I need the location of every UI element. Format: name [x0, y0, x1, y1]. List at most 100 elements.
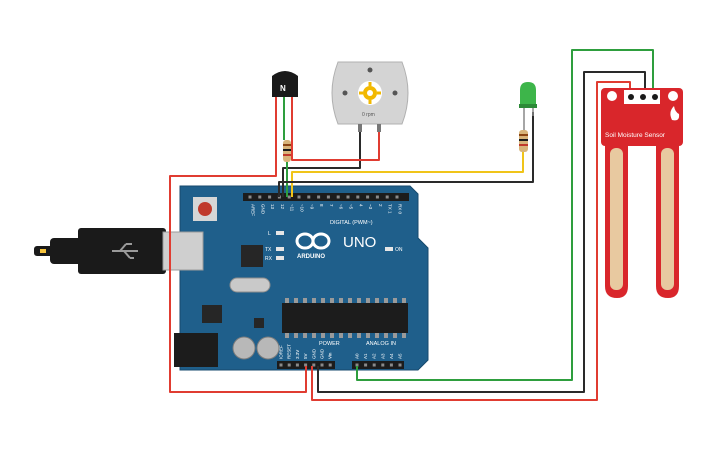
usb-icon: [112, 243, 138, 259]
digital-pin-hole[interactable]: [297, 195, 301, 199]
analog-pin-hole[interactable]: [381, 363, 385, 367]
digital-pin-hole[interactable]: [395, 195, 399, 199]
digital-pin-label: ~11: [290, 204, 295, 212]
chip: [254, 318, 264, 328]
digital-pin-label: ~3: [368, 204, 373, 210]
digital-pin-hole[interactable]: [317, 195, 321, 199]
digital-pin-label: TX 1: [388, 204, 393, 214]
sensor-label: Soil Moisture Sensor: [605, 132, 666, 139]
wire-black[interactable]: [317, 71, 646, 393]
power-pin-hole[interactable]: [279, 363, 283, 367]
gear-icon: [359, 82, 381, 104]
analog-pin-label: A3: [380, 353, 385, 359]
analog-pin-label: A2: [372, 353, 377, 359]
digital-pin-hole[interactable]: [336, 195, 340, 199]
analog-header: [352, 361, 404, 369]
crystal: [229, 277, 271, 293]
digital-pin-label: ~5: [349, 204, 354, 210]
analog-pin-hole[interactable]: [372, 363, 376, 367]
power-pin-label: RESET: [287, 344, 292, 359]
power-pin-hole[interactable]: [312, 363, 316, 367]
wires: [169, 49, 654, 401]
power-pin-label: IOREF: [279, 345, 284, 359]
power-pin-label: GND: [320, 348, 325, 359]
analog-pin-hole[interactable]: [364, 363, 368, 367]
digital-pin-label: 4: [358, 204, 363, 207]
transistor-label: N: [280, 84, 286, 93]
digital-pin-label: 2: [378, 204, 383, 207]
digital-pin-hole[interactable]: [258, 195, 262, 199]
wire-red[interactable]: [291, 97, 380, 161]
digital-pin-label: ~10: [300, 204, 305, 212]
digital-pin-label: ~9: [309, 204, 314, 210]
digital-pin-label: ~6: [339, 204, 344, 210]
digital-pin-label: AREF: [251, 204, 256, 216]
wire-yellow[interactable]: [291, 150, 524, 197]
reset-button[interactable]: [193, 197, 217, 221]
wire-black[interactable]: [278, 112, 534, 197]
led-on: [385, 247, 393, 251]
motor-speed: 0 rpm: [362, 112, 375, 118]
led-tx: [276, 247, 284, 251]
power-pin-hole[interactable]: [304, 363, 308, 367]
chip: [241, 245, 263, 267]
analog-pin-label: A5: [398, 353, 403, 359]
analog-pin-label: A0: [355, 353, 360, 359]
analog-header-label: ANALOG IN: [366, 341, 396, 347]
digital-pin-label: RX 0: [398, 204, 403, 215]
power-pin-label: GND: [311, 348, 316, 359]
digital-pin-hole[interactable]: [366, 195, 370, 199]
power-pin-hole[interactable]: [320, 363, 324, 367]
digital-pin-label: 13: [270, 204, 275, 210]
led-rx-label: RX: [265, 256, 273, 262]
wire-red[interactable]: [169, 97, 307, 393]
analog-pin-hole[interactable]: [398, 363, 402, 367]
analog-pin-label: A1: [363, 353, 368, 359]
regulator: [202, 305, 222, 323]
digital-pin-hole[interactable]: [248, 195, 252, 199]
resistor[interactable]: [519, 130, 528, 152]
wire-green[interactable]: [356, 49, 654, 381]
analog-pin-hole[interactable]: [389, 363, 393, 367]
arduino-logo-icon: [295, 232, 331, 250]
power-pin-hole[interactable]: [295, 363, 299, 367]
digital-pin-label: 8: [319, 204, 324, 207]
digital-pin-label: GND: [260, 204, 265, 215]
power-pin-hole[interactable]: [287, 363, 291, 367]
transistor[interactable]: N: [272, 71, 298, 97]
resistor[interactable]: [283, 140, 291, 162]
power-pin-label: 5V: [303, 353, 308, 359]
digital-pin-hole[interactable]: [375, 195, 379, 199]
digital-pin-label: 7: [329, 204, 334, 207]
digital-pin-hole[interactable]: [326, 195, 330, 199]
power-pin-hole[interactable]: [328, 363, 332, 367]
soil-moisture-sensor[interactable]: Soil Moisture Sensor: [601, 88, 683, 298]
led-rx: [276, 256, 284, 260]
dc-motor[interactable]: 0 rpm: [331, 61, 409, 132]
capacitor: [256, 336, 280, 360]
power-jack: [174, 333, 218, 367]
board-name: UNO: [343, 234, 376, 251]
capacitor: [232, 336, 256, 360]
led[interactable]: [519, 82, 537, 130]
analog-pin-label: A4: [389, 353, 394, 359]
digital-pin-hole[interactable]: [287, 195, 291, 199]
led-l: [276, 231, 284, 235]
digital-pin-hole[interactable]: [268, 195, 272, 199]
power-pin-label: 3.3V: [295, 350, 300, 359]
brand-label: ARDUINO: [297, 254, 325, 260]
digital-pin-hole[interactable]: [385, 195, 389, 199]
analog-pin-hole[interactable]: [355, 363, 359, 367]
microcontroller-chip: [282, 303, 408, 333]
power-header-label: POWER: [319, 341, 340, 347]
digital-pin-hole[interactable]: [356, 195, 360, 199]
digital-header-label: DIGITAL (PWM~): [330, 220, 373, 226]
flame-icon: [670, 106, 680, 121]
digital-pin-hole[interactable]: [307, 195, 311, 199]
led-l-label: L: [268, 231, 271, 237]
wire-red[interactable]: [311, 81, 631, 401]
digital-pin-hole[interactable]: [346, 195, 350, 199]
digital-pin-label: 12: [280, 204, 285, 210]
